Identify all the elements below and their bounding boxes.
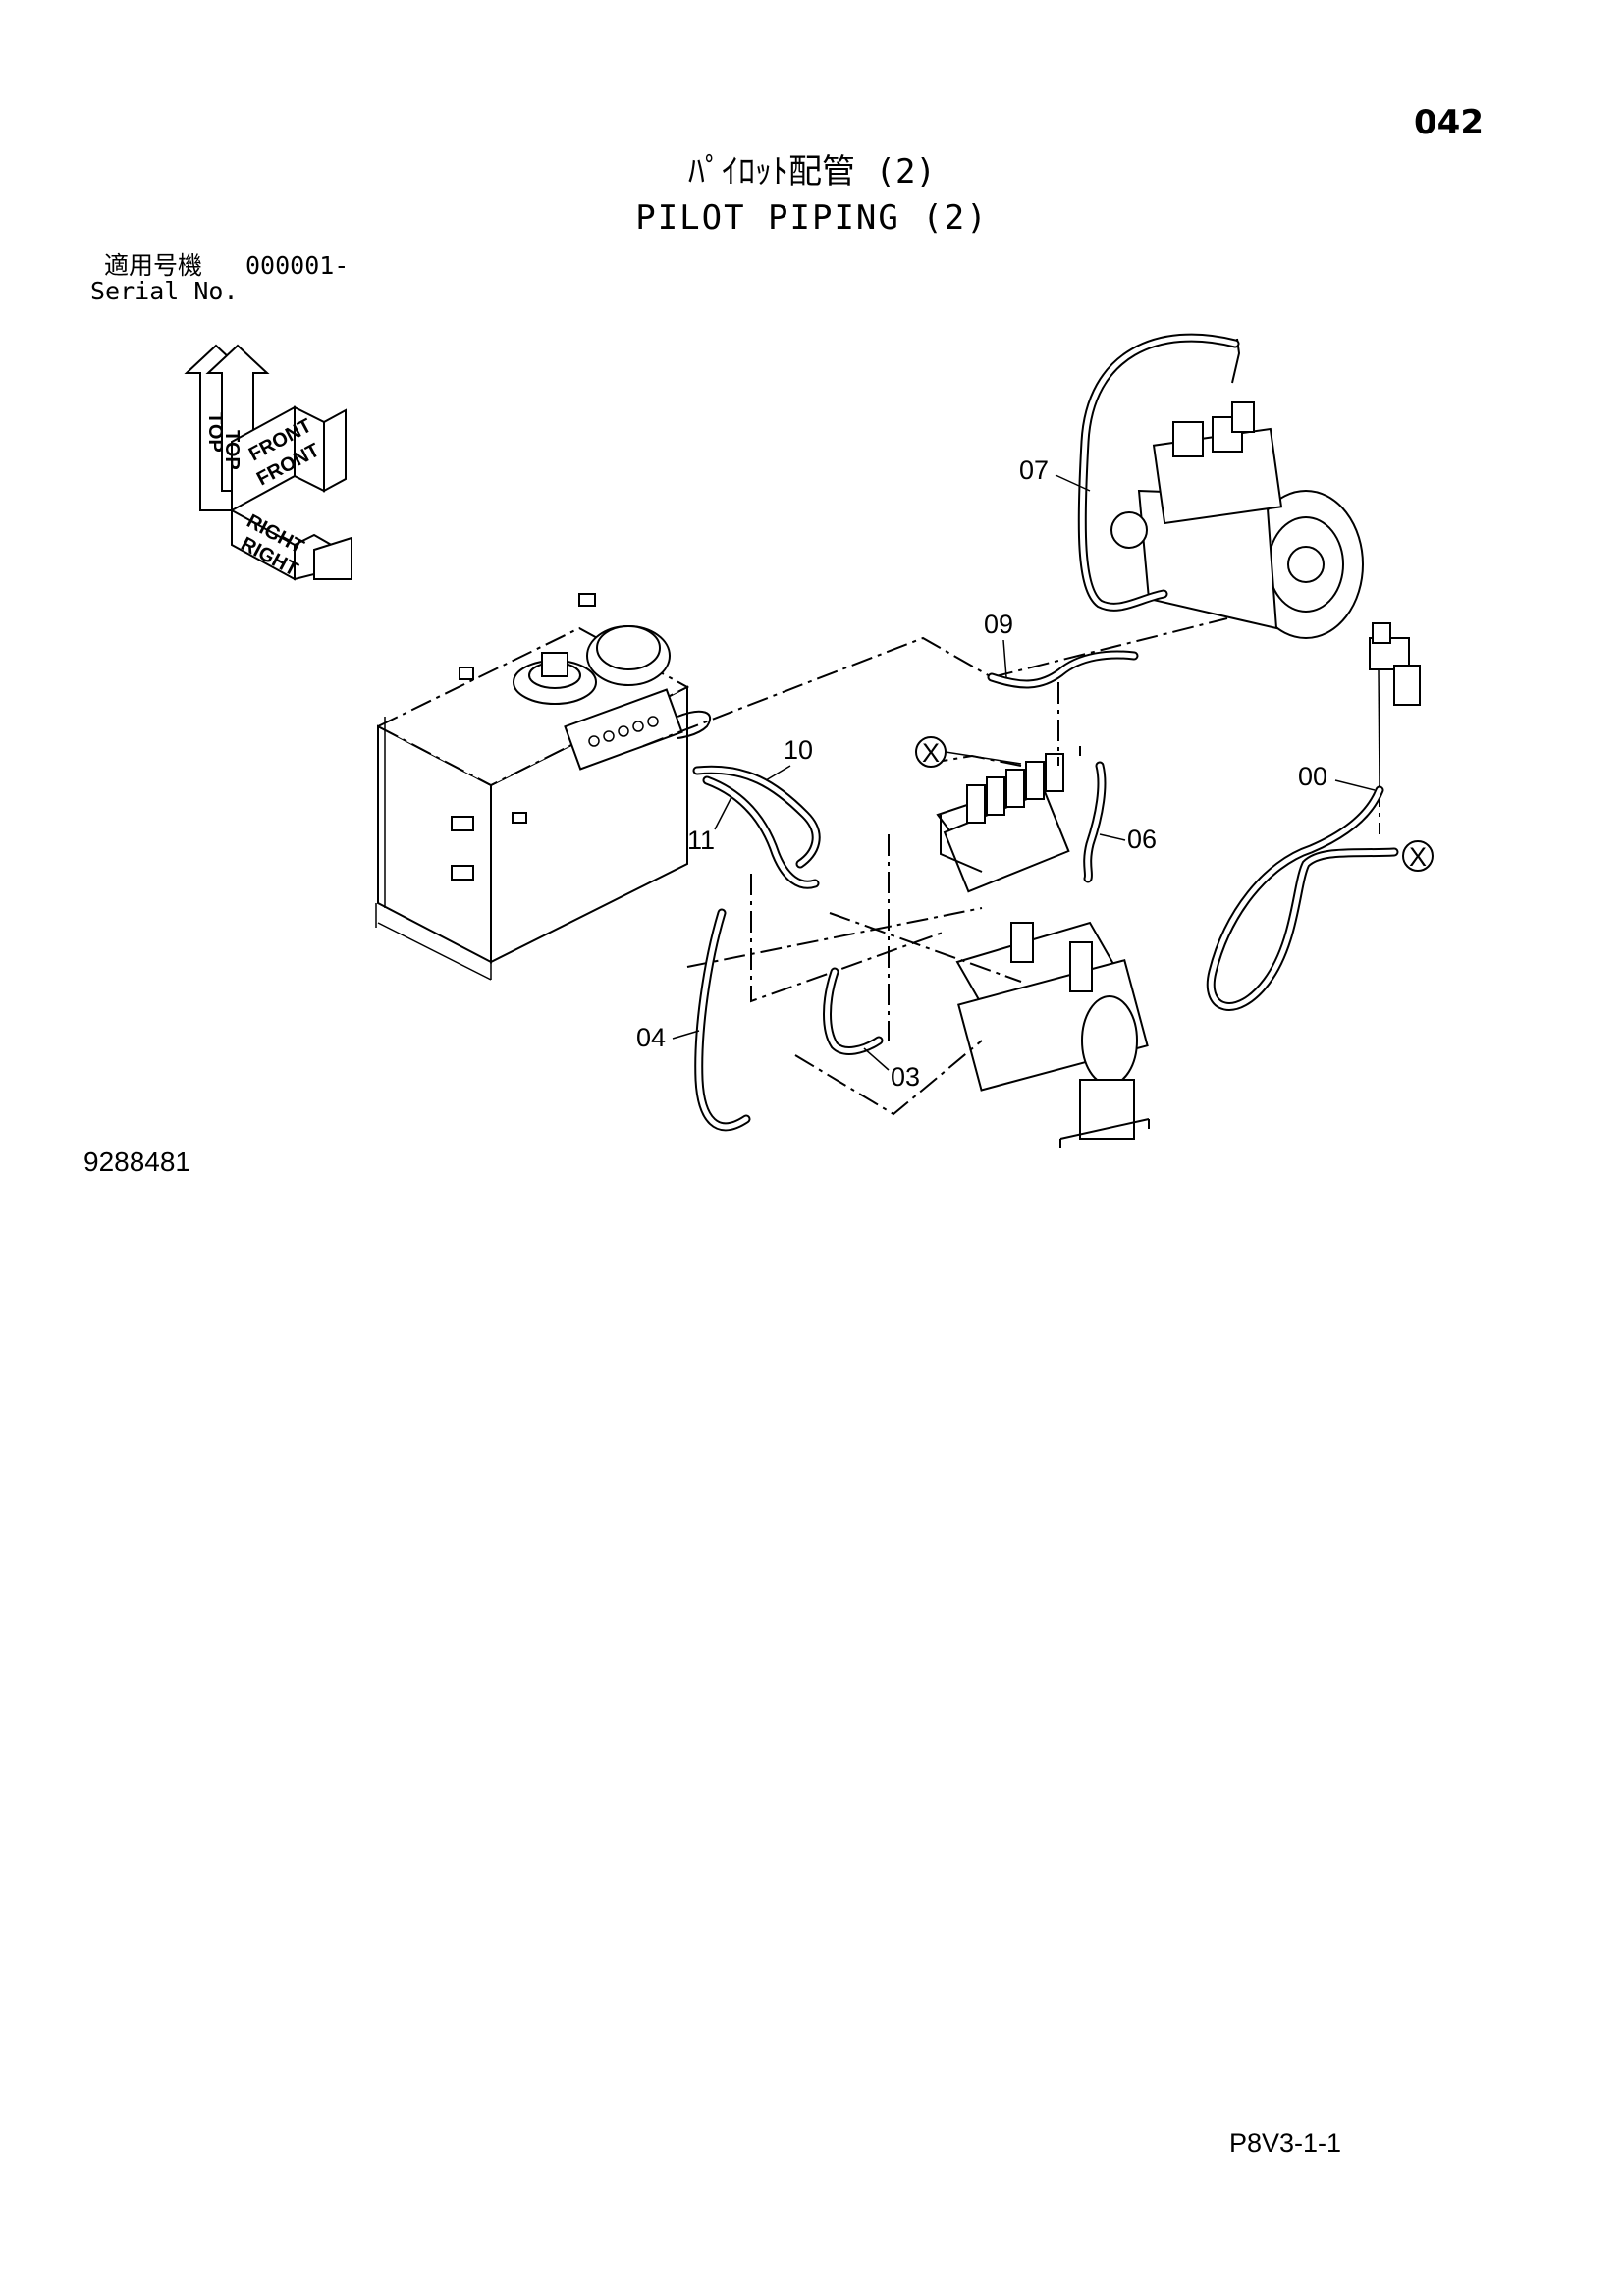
callout-11: 11 [687, 826, 715, 855]
hydraulic-tank [375, 593, 712, 981]
pilot-valve-bank [936, 753, 1070, 893]
hoses [692, 333, 1399, 1132]
callout-03: 03 [891, 1062, 920, 1092]
connection-marker-right: X [1409, 842, 1427, 872]
page-number: 042 [1414, 103, 1484, 142]
connection-markers: X X [915, 736, 1434, 872]
serial-range: 000001- [245, 251, 350, 280]
title-japanese: ﾊﾟｲﾛｯﾄ配管 (2) [688, 152, 936, 191]
control-valve [955, 921, 1150, 1148]
callout-10: 10 [784, 735, 813, 765]
main-pump [1110, 338, 1364, 639]
serial-label-english: Serial No. [90, 277, 239, 305]
connection-marker-left: X [922, 738, 940, 768]
connection-lines [642, 617, 1380, 1116]
callout-09: 09 [984, 610, 1013, 639]
drawing-number: 9288481 [83, 1147, 191, 1177]
callouts: 07 09 10 11 06 00 04 03 [636, 455, 1376, 1092]
callout-00: 00 [1298, 762, 1327, 791]
arrow-label-top: TOP [204, 412, 226, 453]
arrow-label-top-shadow: TOP [221, 430, 243, 470]
callout-04: 04 [636, 1023, 666, 1052]
orientation-arrows: TOP TOP FRONT FRONT RIGHT RIGHT [184, 344, 352, 581]
callout-06: 06 [1127, 825, 1157, 854]
pilot-filter [1369, 622, 1421, 786]
title-english: PILOT PIPING (2) [635, 198, 989, 238]
sheet-code: P8V3-1-1 [1229, 2128, 1342, 2158]
callout-07: 07 [1019, 455, 1049, 485]
serial-label-japanese: 適用号機 [104, 251, 203, 280]
